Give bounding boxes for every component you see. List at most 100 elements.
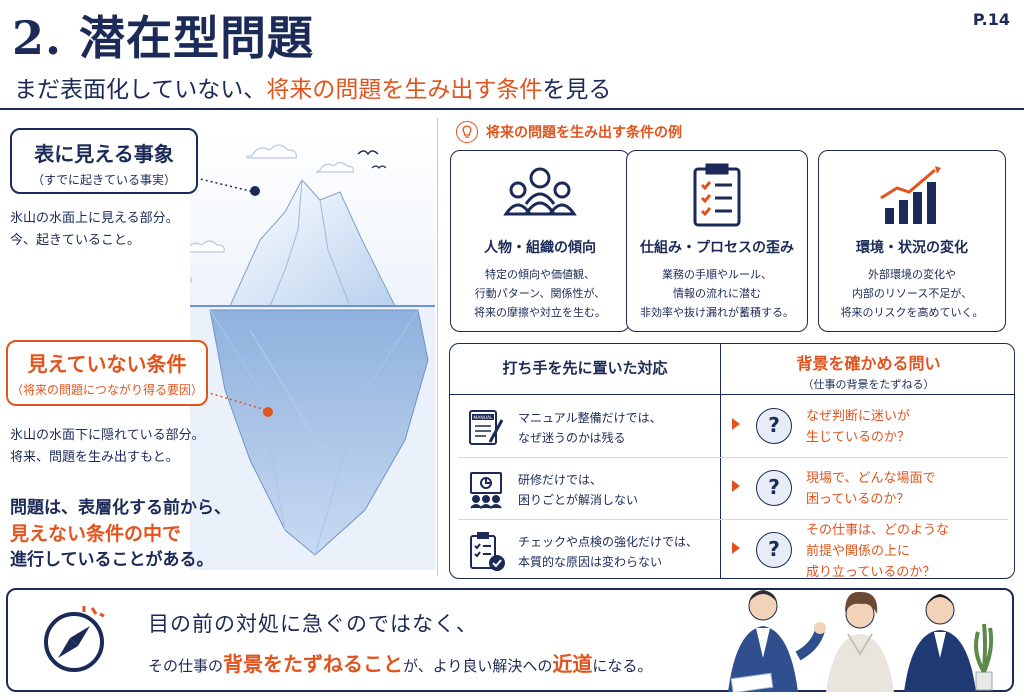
- card-description: 特定の傾向や価値観、 行動パターン、関係性が、 将来の摩擦や対立を生む。: [451, 265, 629, 322]
- example-card-process: 仕組み・プロセスの歪み 業務の手順やルール、 情報の流れに潜む 非効率や抜け漏れ…: [626, 150, 808, 332]
- question-mark-icon: ?: [756, 532, 792, 568]
- page-number: P.14: [972, 10, 1010, 29]
- subtitle-emphasis: 将来の問題を生み出す条件: [266, 77, 543, 103]
- table-row: MANUAL マニュアル整備だけでは、 なぜ迷うのかは残る ? なぜ判断に迷いが…: [450, 396, 1014, 458]
- bird-icon: [357, 150, 379, 156]
- iceberg-illustration: [190, 130, 435, 570]
- subtitle-pre: まだ表面化していない、: [14, 77, 267, 103]
- checklist-clipboard-icon: [627, 161, 807, 231]
- bottom-message-banner: 目の前の対処に急ぐのではなく、 その仕事の背景をたずねることが、より良い解決への…: [6, 588, 1014, 692]
- bottom-text: その仕事の: [148, 657, 224, 675]
- left-cell-text: 研修だけでは、 困りごとが解消しない: [518, 470, 718, 510]
- comparison-table: 打ち手を先に置いた対応 背景を確かめる問い （仕事の背景をたずねる） MANUA…: [449, 343, 1015, 579]
- arrow-right-icon: [732, 542, 740, 554]
- left-line: 困りごとが解消しない: [518, 493, 639, 507]
- card-description: 業務の手順やルール、 情報の流れに潜む 非効率や抜け漏れが蓄積する。: [627, 265, 807, 322]
- visible-connector: [196, 177, 255, 193]
- rising-chart-icon: [819, 161, 1005, 231]
- business-people-illustration: [728, 590, 994, 692]
- left-line: マニュアル整備だけでは、: [518, 411, 662, 425]
- manual-label: MANUAL: [473, 415, 493, 421]
- visible-desc-line: 氷山の水面上に見える部分。: [10, 211, 179, 226]
- compass-icon: [44, 606, 105, 672]
- note-line-emphasis: 見えない条件の中で: [10, 523, 182, 545]
- checklist-icon: [466, 532, 505, 571]
- left-line: 本質的な原因は変わらない: [518, 555, 663, 569]
- visible-desc-line: 今、起きていること。: [10, 233, 141, 248]
- card-desc-line: 非効率や抜け漏れが蓄積する。: [640, 306, 794, 319]
- arrow-right-icon: [732, 480, 740, 492]
- row-separator: [458, 457, 1008, 458]
- right-header-title: 背景を確かめる問い: [796, 354, 941, 373]
- left-line: チェックや点検の強化だけでは、: [518, 535, 699, 549]
- lightbulb-icon: [456, 121, 478, 143]
- title-divider: [0, 108, 1024, 110]
- hidden-label-sub: （将来の問題につながり得る要因）: [10, 383, 203, 397]
- card-desc-line: 将来の摩擦や対立を生む。: [474, 306, 606, 319]
- example-card-people: 人物・組織の傾向 特定の傾向や価値観、 行動パターン、関係性が、 将来の摩擦や対…: [450, 150, 630, 332]
- visible-label-sub: （すでに起きている事実）: [31, 173, 177, 187]
- hidden-desc-line: 将来、問題を生み出すもと。: [10, 450, 179, 465]
- subtitle-post: を見る: [542, 77, 612, 103]
- card-desc-line: 行動パターン、関係性が、: [474, 287, 606, 300]
- right-cell-text: 現場で、どんな場面で 困っているのか？: [806, 468, 1011, 510]
- card-desc-line: 特定の傾向や価値観、: [485, 268, 595, 281]
- left-cell-text: マニュアル整備だけでは、 なぜ迷うのかは残る: [518, 408, 718, 448]
- card-desc-line: 情報の流れに潜む: [673, 287, 761, 300]
- row-separator: [458, 519, 1008, 520]
- bottom-emphasis: 背景をたずねること: [223, 652, 404, 676]
- right-line: 前提や関係の上に: [806, 544, 911, 559]
- training-icon: [466, 470, 504, 509]
- right-cell-text: その仕事は、どのような 前提や関係の上に 成り立っているのか？: [806, 520, 1011, 579]
- hidden-description: 氷山の水面下に隠れている部分。 将来、問題を生み出すもと。: [10, 425, 205, 469]
- hidden-marker: [263, 407, 273, 417]
- visible-description: 氷山の水面上に見える部分。 今、起きていること。: [10, 208, 179, 252]
- right-line: なぜ判断に迷いが: [806, 409, 911, 424]
- question-mark-icon: ?: [756, 408, 792, 444]
- note-line: 進行していることがある。: [10, 550, 214, 570]
- card-description: 外部環境の変化や 内部のリソース不足が、 将来のリスクを高めていく。: [819, 265, 1005, 322]
- left-line: なぜ迷うのかは残る: [518, 431, 626, 445]
- page-subtitle: まだ表面化していない、将来の問題を生み出す条件を見る: [14, 70, 611, 104]
- table-row: 研修だけでは、 困りごとが解消しない ? 現場で、どんな場面で 困っているのか？: [450, 458, 1014, 520]
- header-divider: [450, 394, 1014, 395]
- bottom-line-2: その仕事の背景をたずねることが、より良い解決への近道になる。: [148, 648, 652, 677]
- examples-heading-text: 将来の問題を生み出す条件の例: [486, 125, 682, 141]
- right-line: 生じているのか？: [806, 430, 911, 445]
- card-desc-line: 内部のリソース不足が、: [851, 287, 973, 300]
- right-cell-text: なぜ判断に迷いが 生じているのか？: [806, 406, 1011, 448]
- card-desc-line: 将来のリスクを高めていく。: [840, 306, 984, 319]
- right-header-sub: （仕事の背景をたずねる）: [802, 378, 935, 391]
- right-column-header: 背景を確かめる問い （仕事の背景をたずねる）: [721, 350, 1014, 392]
- section-divider: [437, 118, 438, 576]
- example-card-environment: 環境・状況の変化 外部環境の変化や 内部のリソース不足が、 将来のリスクを高めて…: [818, 150, 1006, 332]
- left-summary-note: 問題は、表層化する前から、 見えない条件の中で 進行していることがある。: [10, 495, 231, 573]
- card-desc-line: 外部環境の変化や: [868, 268, 956, 281]
- table-row: チェックや点検の強化だけでは、 本質的な原因は変わらない ? その仕事は、どのよ…: [450, 520, 1014, 579]
- left-column-header: 打ち手を先に置いた対応: [502, 359, 668, 377]
- manual-icon: MANUAL: [466, 408, 504, 446]
- bottom-text: になる。: [592, 657, 653, 675]
- note-line: 問題は、表層化する前から、: [10, 498, 231, 518]
- hidden-desc-line: 氷山の水面下に隠れている部分。: [10, 428, 205, 443]
- card-title: 環境・状況の変化: [856, 240, 968, 256]
- right-line: その仕事は、どのような: [806, 523, 950, 538]
- visible-label-title: 表に見える事象: [34, 142, 174, 166]
- hidden-conditions-label: 見えていない条件 （将来の問題につながり得る要因）: [6, 340, 208, 406]
- arrow-right-icon: [732, 418, 740, 430]
- card-desc-line: 業務の手順やルール、: [662, 268, 772, 281]
- question-mark-icon: ?: [756, 470, 792, 506]
- bottom-text: が、より良い解決への: [403, 657, 553, 675]
- visible-events-label: 表に見える事象 （すでに起きている事実）: [10, 128, 198, 194]
- visible-marker: [250, 186, 260, 196]
- page-title: 2. 潜在型問題: [12, 11, 315, 65]
- right-line: 困っているのか？: [806, 492, 910, 507]
- left-cell-text: チェックや点検の強化だけでは、 本質的な原因は変わらない: [518, 532, 718, 572]
- hidden-connector: [206, 391, 267, 411]
- bottom-emphasis: 近道: [552, 652, 593, 676]
- column-divider: [720, 344, 721, 578]
- right-line: 現場で、どんな場面で: [806, 471, 936, 486]
- bottom-line-1: 目の前の対処に急ぐのではなく、: [148, 612, 478, 636]
- right-line: 成り立っているのか？: [806, 565, 936, 579]
- examples-heading: 将来の問題を生み出す条件の例: [456, 121, 682, 143]
